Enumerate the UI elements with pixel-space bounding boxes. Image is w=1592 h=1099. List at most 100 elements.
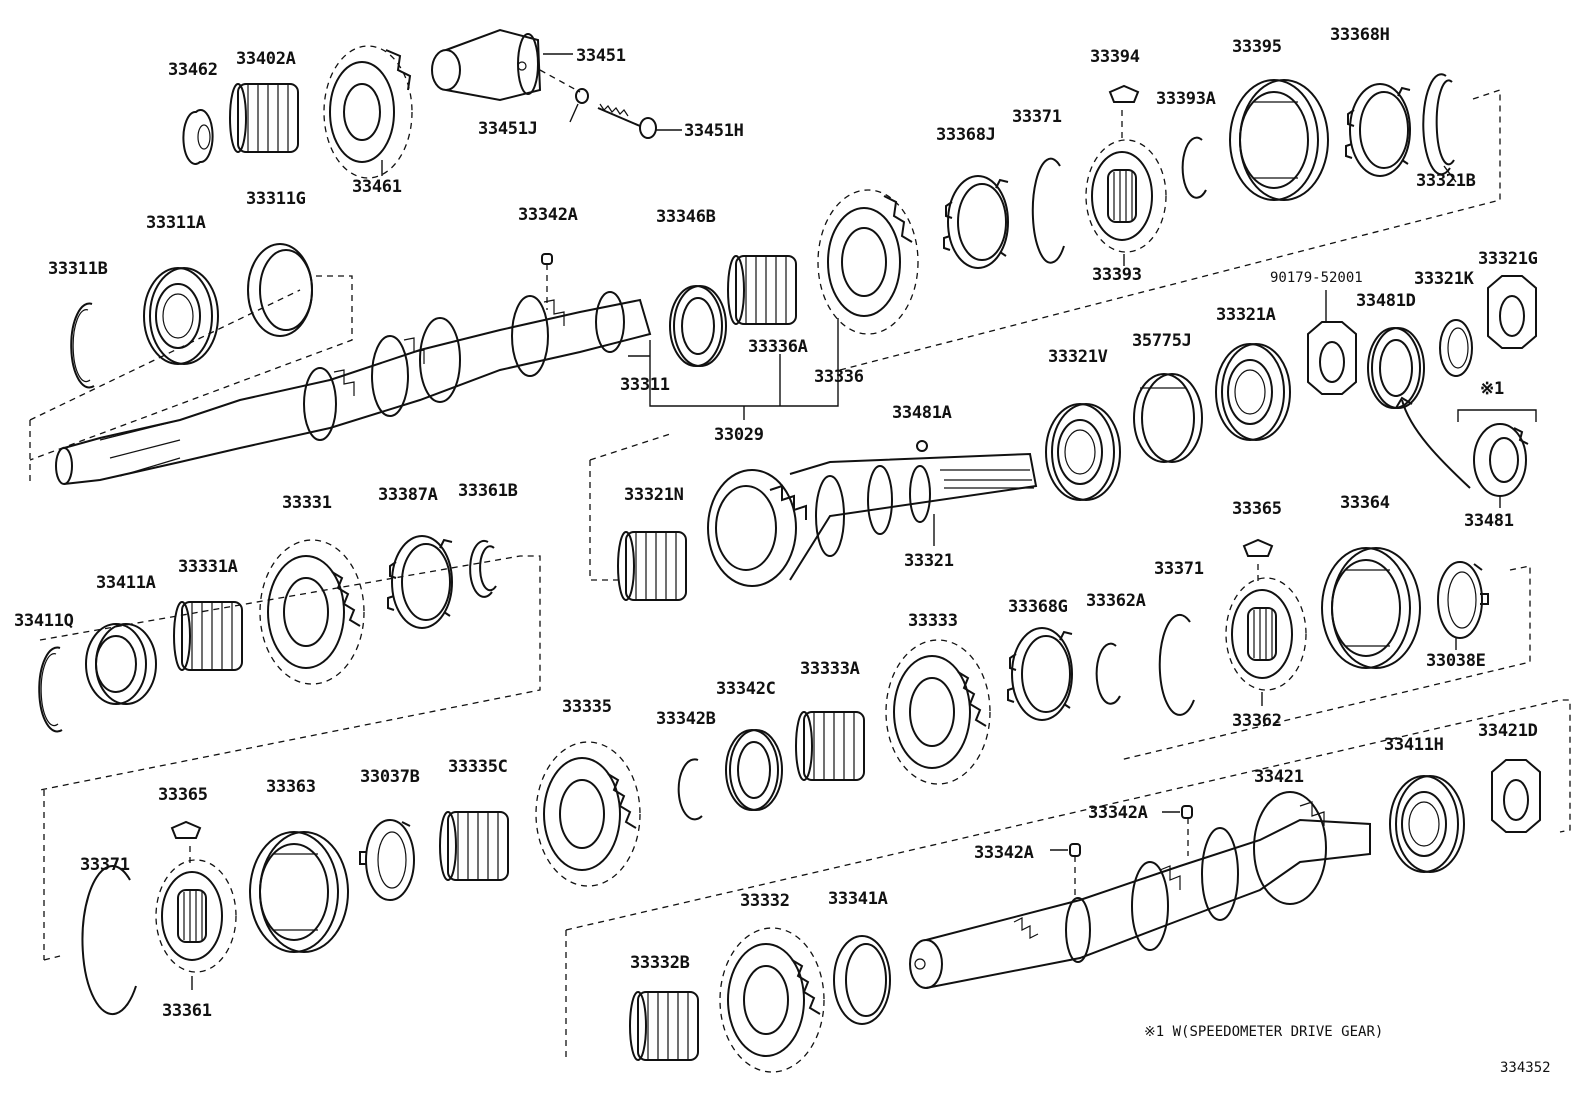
speedometer-drive-gear-33481 — [1473, 423, 1529, 497]
label-33368J: 33368J — [936, 125, 996, 145]
label-33321K: 33321K — [1414, 269, 1475, 289]
synchro-ring-33387A — [387, 535, 453, 629]
bracket-33029 — [649, 318, 839, 407]
label-33333: 33333 — [908, 611, 958, 631]
gear-33333 — [885, 639, 991, 785]
label-33321G: 33321G — [1478, 249, 1538, 269]
needle-bearing-33331A — [173, 601, 243, 671]
label-33361: 33361 — [162, 1001, 212, 1021]
footnote: ※1 W(SPEEDOMETER DRIVE GEAR) — [1144, 1024, 1383, 1040]
shaft-33311 — [55, 291, 652, 485]
note-bracket — [1457, 409, 1537, 422]
label-33335: 33335 — [562, 697, 612, 717]
label-33335C: 33335C — [448, 757, 508, 777]
pin-33342A-r1 — [1181, 805, 1193, 819]
synchro-ring-33368J — [943, 175, 1009, 269]
label-33371-low: 33371 — [80, 855, 130, 875]
shifting-key-33365-mid — [1243, 539, 1273, 557]
lock-ball-33451J — [575, 88, 589, 104]
snap-ring-33362A — [1095, 642, 1121, 705]
label-33342A-top: 33342A — [518, 205, 578, 225]
label-note-ref: ※1 — [1480, 379, 1504, 399]
part-labels: 33462 33402A 33451 33451J 33451H 33461 3… — [14, 25, 1538, 1021]
ring-33321K — [1439, 319, 1473, 377]
bolt-33451H — [597, 103, 657, 139]
label-33394: 33394 — [1090, 47, 1140, 67]
label-33346B: 33346B — [656, 207, 716, 227]
label-33342C: 33342C — [716, 679, 776, 699]
nut-33321G — [1487, 275, 1537, 349]
label-33371-top: 33371 — [1012, 107, 1062, 127]
leader — [539, 69, 581, 93]
shaft-33451 — [431, 28, 542, 102]
label-33331A: 33331A — [178, 557, 238, 577]
needle-bearing-33335C — [439, 811, 509, 881]
snap-ring-33411Q — [38, 646, 63, 733]
label-33365-low: 33365 — [158, 785, 208, 805]
label-33421D: 33421D — [1478, 721, 1538, 741]
hub-33361 — [155, 859, 237, 973]
gear-33336 — [817, 189, 919, 335]
arrow-head-icon — [1395, 396, 1413, 409]
label-33421: 33421 — [1254, 767, 1304, 787]
snap-ring-33321B — [1422, 73, 1455, 176]
sleeve-33395 — [1229, 79, 1329, 201]
label-33451H: 33451H — [684, 121, 744, 141]
hub-33362 — [1225, 577, 1307, 691]
pin-33342A-r2 — [1069, 843, 1081, 857]
shifting-key-33394 — [1109, 85, 1139, 103]
ring-33038E — [1437, 561, 1489, 639]
snap-ring-33361B — [469, 539, 497, 598]
sleeve-33363 — [249, 831, 349, 953]
washer-33462 — [182, 109, 214, 165]
label-33461: 33461 — [352, 177, 402, 197]
snap-ring-33371-mid — [1158, 613, 1195, 716]
counter-shaft-33421 — [909, 791, 1371, 989]
label-33411A: 33411A — [96, 573, 156, 593]
bearing-race-33411A — [85, 623, 157, 705]
label-33311B: 33311B — [48, 259, 108, 279]
label-33311G: 33311G — [246, 189, 306, 209]
label-33321V: 33321V — [1048, 347, 1108, 367]
gear-33332 — [719, 927, 825, 1073]
shifting-key-33365-low — [171, 821, 201, 839]
label-33481D: 33481D — [1356, 291, 1416, 311]
diagram-id: 334352 — [1500, 1060, 1551, 1076]
snap-ring-33342B — [677, 758, 703, 821]
label-33481: 33481 — [1464, 511, 1514, 531]
frame — [29, 275, 353, 484]
label-33368G: 33368G — [1008, 597, 1068, 617]
label-33402A: 33402A — [236, 49, 296, 69]
label-33411Q: 33411Q — [14, 611, 74, 631]
label-33311: 33311 — [620, 375, 670, 395]
label-33387A: 33387A — [378, 485, 438, 505]
label-33342B: 33342B — [656, 709, 716, 729]
leader — [569, 103, 579, 123]
bearing-33311A — [143, 267, 219, 365]
sleeve-33364 — [1321, 547, 1421, 669]
frame — [839, 89, 1501, 371]
arrow-indicator — [1401, 399, 1471, 489]
synchro-ring-33368H — [1345, 83, 1411, 177]
label-33331: 33331 — [282, 493, 332, 513]
snap-ring-33311B — [70, 302, 95, 389]
output-shaft-33321 — [707, 452, 1038, 587]
hub-33393 — [1085, 139, 1167, 253]
label-33037B: 33037B — [360, 767, 420, 787]
ball-33481A — [916, 440, 928, 452]
label-33368H: 33368H — [1330, 25, 1390, 45]
label-33321: 33321 — [904, 551, 954, 571]
needle-bearing-33321N — [617, 531, 687, 601]
pin-33342A — [541, 253, 553, 265]
label-33462: 33462 — [168, 60, 218, 80]
label-33362A: 33362A — [1086, 591, 1146, 611]
label-33342A-r1: 33342A — [1088, 803, 1148, 823]
label-90179-52001: 90179-52001 — [1270, 270, 1363, 286]
gear-33335 — [535, 741, 641, 887]
washer-33342C — [725, 729, 783, 811]
ring-33037B — [359, 819, 415, 901]
label-33321B: 33321B — [1416, 171, 1476, 191]
ring-33311G — [247, 243, 313, 337]
label-33364: 33364 — [1340, 493, 1390, 513]
